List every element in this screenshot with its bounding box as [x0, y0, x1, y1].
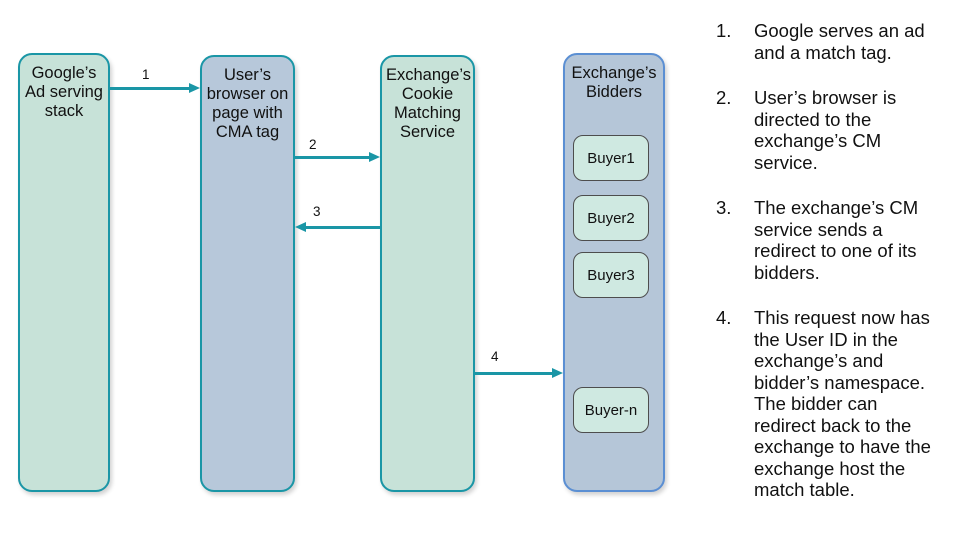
note-text: Google serves an ad and a match tag.: [754, 20, 925, 63]
arrow-label-3: 3: [313, 204, 321, 219]
arrow-3-left-icon: [295, 222, 382, 232]
node-label: User’s browser on page with CMA tag: [206, 66, 289, 141]
node-google-ad-serving-stack: Google’s Ad serving stack: [18, 53, 110, 492]
buyer-box-2: Buyer2: [573, 195, 649, 241]
node-label: Exchange’s Bidders: [571, 64, 657, 101]
note-number: 2.: [716, 87, 732, 108]
note-number: 4.: [716, 307, 732, 328]
note-item-3: 3. The exchange’s CM service sends a red…: [716, 197, 942, 283]
note-text: User’s browser is directed to the exchan…: [754, 87, 897, 173]
node-user-browser: User’s browser on page with CMA tag: [200, 55, 295, 492]
node-label: Exchange’s Cookie Matching Service: [386, 66, 472, 141]
arrow-label-4: 4: [491, 349, 499, 364]
buyer-box-n: Buyer-n: [573, 387, 649, 433]
arrow-label-2: 2: [309, 137, 317, 152]
note-text: This request now has the User ID in the …: [754, 307, 931, 500]
arrow-2-right-icon: [295, 152, 380, 162]
notes-list: 1. Google serves an ad and a match tag. …: [716, 20, 942, 525]
node-cookie-matching-service: Exchange’s Cookie Matching Service: [380, 55, 475, 492]
note-text: The exchange’s CM service sends a redire…: [754, 197, 919, 283]
note-item-1: 1. Google serves an ad and a match tag.: [716, 20, 942, 63]
note-number: 1.: [716, 20, 732, 41]
note-number: 3.: [716, 197, 732, 218]
node-label: Google’s Ad serving stack: [25, 64, 103, 120]
buyer-box-3: Buyer3: [573, 252, 649, 298]
note-item-2: 2. User’s browser is directed to the exc…: [716, 87, 942, 173]
arrow-4-right-icon: [475, 368, 563, 378]
buyer-box-1: Buyer1: [573, 135, 649, 181]
arrow-label-1: 1: [142, 67, 150, 82]
note-item-4: 4. This request now has the User ID in t…: [716, 307, 942, 501]
arrow-1-right-icon: [110, 83, 200, 93]
node-exchange-bidders: Exchange’s Bidders Buyer1 Buyer2 Buyer3 …: [563, 53, 665, 492]
